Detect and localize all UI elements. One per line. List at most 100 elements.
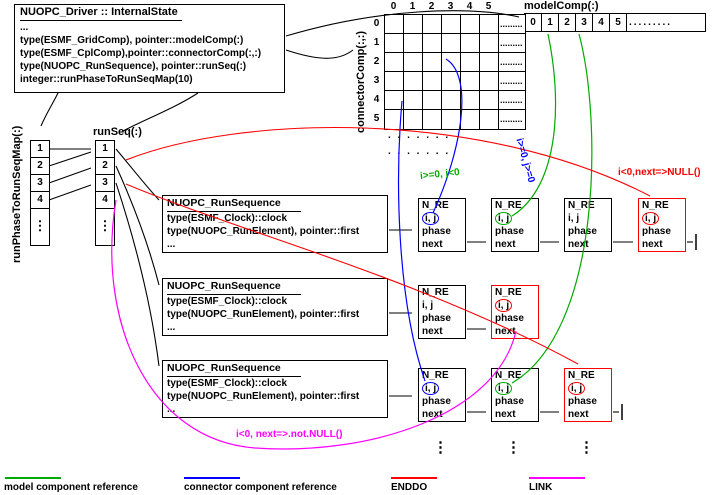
nre-field-next: next — [495, 326, 516, 337]
modelcomp-cell: 0 — [525, 14, 542, 31]
grid-cell — [385, 34, 404, 53]
runsequence-box-1: NUOPC_RunSequence type(ESMF_Clock)::cloc… — [162, 195, 388, 253]
nre-field-ij: i, j — [422, 212, 462, 225]
runsequence-2-ellipsis: ... — [167, 322, 176, 333]
nre-title: N_RE — [495, 200, 522, 211]
grid-cell — [404, 15, 423, 34]
driver-line-modelcomp: type(ESMF_GridComp), pointer::modelComp(… — [20, 35, 244, 46]
nre-field-phase: phase — [642, 226, 671, 237]
nre-field-phase: phase — [422, 313, 451, 324]
nre-field-ij: i, j — [495, 212, 535, 225]
nre-field-ij: i, j — [422, 382, 462, 395]
grid-cell — [385, 91, 404, 110]
arrow-map-to-seq-3 — [48, 167, 92, 184]
grid-col-header: 5 — [485, 1, 492, 12]
runsequence-3-ellipsis: ... — [167, 404, 176, 415]
runsequence-1-title: NUOPC_RunSequence — [167, 197, 301, 212]
grid-cell — [442, 15, 461, 34]
grid-row-header: 4 — [373, 94, 380, 105]
grid-cell — [404, 91, 423, 110]
grid-row: ......... — [385, 53, 525, 72]
nre-field-next: next — [568, 239, 589, 250]
grid-col-header: 2 — [428, 1, 435, 12]
ij-value: i, j — [495, 212, 513, 225]
nre-field-phase: phase — [495, 396, 524, 407]
runseq-label: runSeq(:) — [93, 126, 142, 138]
grid-row-ellipsis: ......... — [499, 72, 525, 91]
legend-label-connector: connector component reference — [184, 482, 337, 493]
annotation-link-condition: i<0, next=>.not.NULL() — [236, 429, 343, 440]
modelcomp-cell: 5 — [610, 14, 627, 31]
grid-row-header: 0 — [373, 18, 380, 29]
nre-field-ij: i, j — [568, 382, 608, 395]
grid-cell — [385, 72, 404, 91]
grid-cell — [442, 91, 461, 110]
arrow-driver-to-connectorcomp — [285, 49, 354, 59]
grid-row-header: 1 — [373, 37, 380, 48]
nre-field-phase: phase — [568, 226, 597, 237]
grid-row-header: 5 — [373, 113, 380, 124]
grid-cell — [423, 72, 442, 91]
ij-value: i, j — [642, 212, 660, 225]
grid-cell — [461, 91, 480, 110]
chain-continuation-dots-1: ⋮ — [433, 439, 448, 456]
runsequence-2-title: NUOPC_RunSequence — [167, 280, 301, 295]
driver-line-connectorcomp: type(ESMF_CplComp),pointer::connectorCom… — [20, 48, 262, 59]
array-cell: 4 — [96, 192, 114, 209]
runsequence-3-first: type(NUOPC_RunElement), pointer::first — [167, 391, 360, 402]
array-cell: 1 — [96, 141, 114, 158]
nre-field-phase: phase — [422, 396, 451, 407]
array-cell: 3 — [96, 175, 114, 192]
nre-field-next: next — [568, 409, 589, 420]
array-cell: 4 — [31, 192, 49, 209]
driver-box: NUOPC_Driver :: InternalState ... type(E… — [14, 4, 285, 93]
runsequence-box-2: NUOPC_RunSequence type(ESMF_Clock)::cloc… — [162, 278, 388, 336]
ij-value: i, j — [422, 300, 434, 311]
modelcomp-cell: 1 — [542, 14, 559, 31]
grid-cell — [480, 110, 499, 129]
nre-field-next: next — [495, 409, 516, 420]
runsequence-3-clock: type(ESMF_Clock)::clock — [167, 378, 288, 389]
grid-cell — [442, 110, 461, 129]
nre-field-ij: i, j — [422, 299, 462, 312]
legend-label-model: model component reference — [4, 482, 138, 493]
grid-cell — [461, 34, 480, 53]
nre-title: N_RE — [422, 370, 449, 381]
arrow-seq-to-runsequence-3 — [115, 182, 160, 367]
array-cell: 1 — [31, 141, 49, 158]
nre-field-next: next — [495, 239, 516, 250]
nre-title: N_RE — [568, 200, 595, 211]
grid-row: ......... — [385, 15, 525, 34]
runphasemap-label: runPhaseToRunSeqMap(:) — [11, 125, 23, 263]
arrow-map-to-seq-4 — [48, 184, 92, 201]
modelcomp-label: modelComp(:) — [524, 0, 599, 12]
legend-label-enddo: ENDDO — [391, 482, 428, 493]
nre-title: N_RE — [568, 370, 595, 381]
grid-cell — [480, 72, 499, 91]
nre-field-next: next — [422, 326, 443, 337]
grid-cell — [404, 110, 423, 129]
ij-value: i, j — [568, 382, 586, 395]
ij-value: i, j — [495, 299, 513, 312]
grid-cell — [480, 34, 499, 53]
runsequence-1-first: type(NUOPC_RunElement), pointer::first — [167, 226, 360, 237]
array-more: ⋮ — [33, 218, 47, 233]
grid-cell — [423, 15, 442, 34]
grid-cell — [442, 34, 461, 53]
grid-col-header: 4 — [466, 1, 473, 12]
grid-row-header: 2 — [373, 56, 380, 67]
runsequence-1-clock: type(ESMF_Clock)::clock — [167, 213, 288, 224]
nre-title: N_RE — [642, 200, 669, 211]
grid-cell — [480, 53, 499, 72]
grid-cell — [404, 34, 423, 53]
driver-line-ellipsis: ... — [20, 22, 29, 33]
grid-cell — [442, 72, 461, 91]
